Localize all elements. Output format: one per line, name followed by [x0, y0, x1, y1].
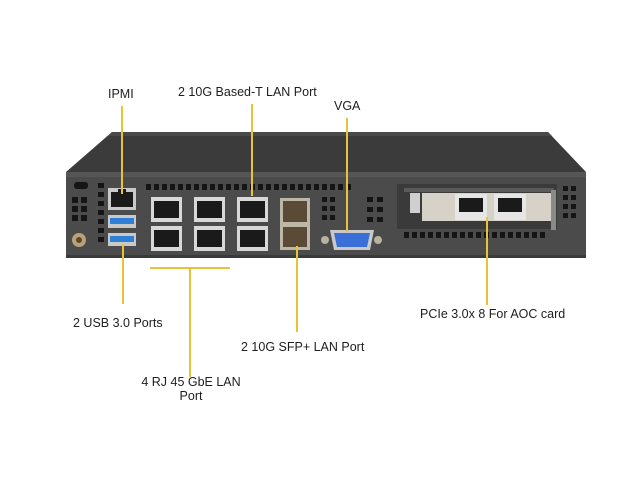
lan-port	[194, 197, 225, 222]
mid-vents	[322, 197, 383, 222]
pcie-slot	[397, 184, 557, 230]
vga-callout-line	[346, 118, 348, 232]
sfp-callout-line	[296, 246, 298, 332]
chassis-top	[66, 132, 586, 172]
usb-ports	[108, 215, 136, 246]
top-vent-strip	[146, 184, 351, 190]
sfp-cage	[280, 198, 310, 250]
base-t-callout-line	[251, 104, 253, 196]
rj45-label-line1: 4 RJ 45 GbE LAN	[141, 375, 241, 389]
rj45-port-grid	[151, 197, 268, 251]
lan-port	[237, 226, 268, 251]
usb-callout-line	[122, 244, 124, 304]
usb-label: 2 USB 3.0 Ports	[73, 316, 163, 330]
pcie-callout-line	[486, 217, 488, 305]
vga-label: VGA	[334, 99, 361, 113]
lan-port	[151, 197, 182, 222]
ground-screw-icon	[72, 233, 86, 247]
base-t-label: 2 10G Based-T LAN Port	[178, 85, 317, 99]
lan-port	[194, 226, 225, 251]
ipmi-label: IPMI	[108, 87, 134, 101]
ipmi-callout-line	[121, 106, 123, 194]
lan-port	[237, 197, 268, 222]
left-vents	[72, 182, 104, 242]
rj45-label: 4 RJ 45 GbE LAN Port	[136, 375, 246, 403]
pcie-label: PCIe 3.0x 8 For AOC card	[420, 307, 566, 321]
sfp-label: 2 10G SFP+ LAN Port	[241, 340, 365, 354]
lan-port	[151, 226, 182, 251]
rj45-label-line2: Port	[179, 389, 203, 403]
vga-connector	[321, 230, 382, 250]
right-vents	[563, 186, 576, 218]
rj45-callout-line	[189, 267, 191, 377]
